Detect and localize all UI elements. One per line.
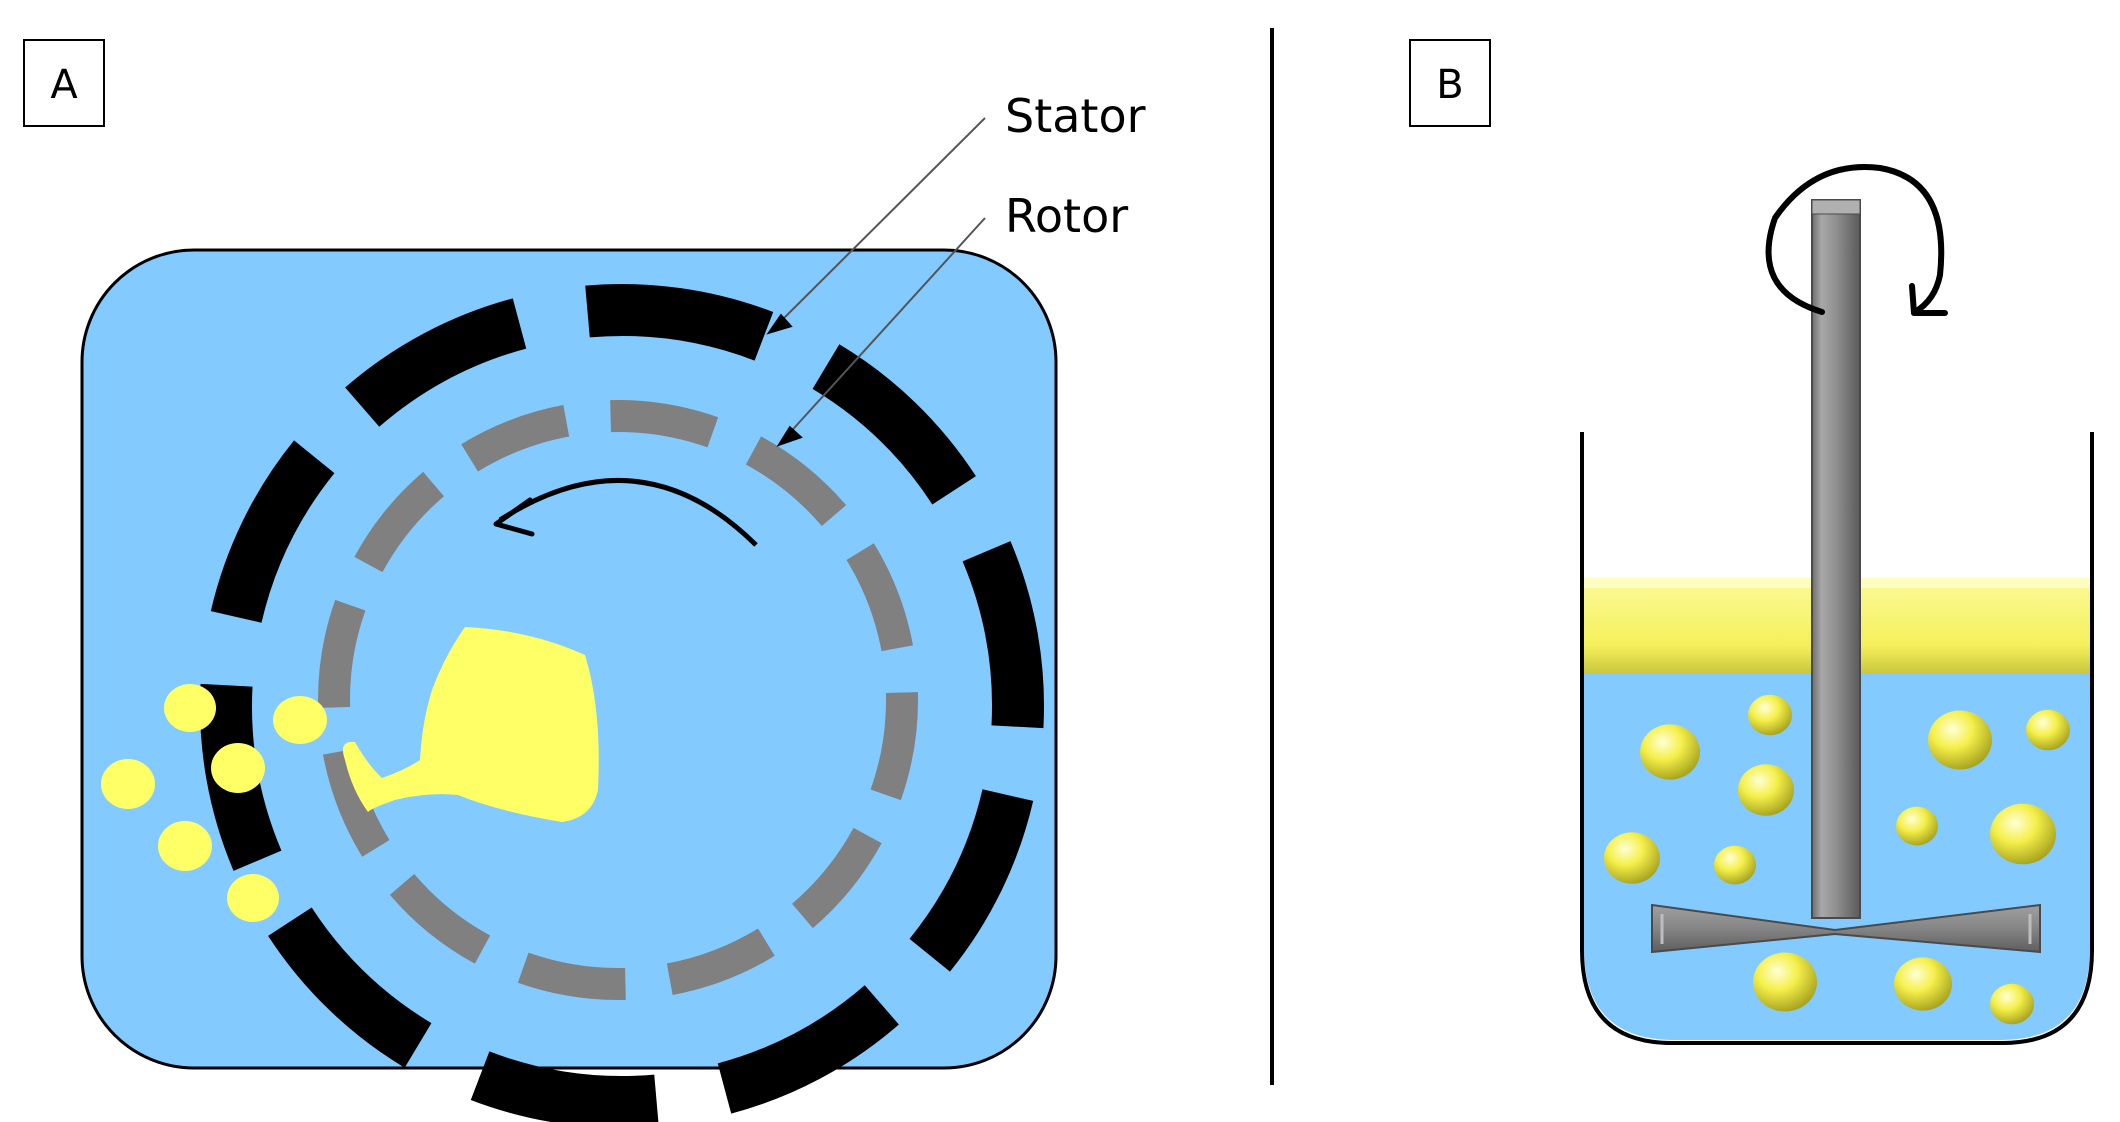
panel-a-label-box [23, 39, 105, 127]
oil-droplet [1604, 832, 1660, 884]
stator-callout: Stator [766, 89, 1146, 335]
stator-segment [962, 541, 1044, 729]
rotor-callout: Rotor [776, 189, 1128, 447]
oil-droplet [1928, 710, 1992, 770]
stator-label: Stator [1005, 89, 1146, 143]
oil-droplet [1896, 806, 1938, 846]
stator-segment [717, 985, 899, 1114]
panel-b-label: B [1436, 62, 1463, 108]
rotor-segment [323, 748, 390, 857]
droplet [158, 821, 212, 871]
rotor-segment [610, 400, 719, 448]
rotor-segment [846, 543, 913, 652]
oil-droplet [1990, 983, 2034, 1025]
rotation-arrow-icon [1765, 164, 1948, 316]
droplet [273, 696, 327, 744]
stirrer-shaft [1811, 199, 1861, 919]
rotor-segment [354, 471, 444, 573]
stator-segment [268, 907, 432, 1068]
rotor-segment [870, 692, 918, 801]
impeller-blade [1651, 903, 2041, 954]
dispersed-droplets [101, 684, 327, 922]
oil-droplet [1748, 694, 1792, 736]
oil-droplet [1738, 764, 1794, 816]
oil-droplet [1990, 803, 2056, 865]
oil-droplet [1753, 952, 1817, 1012]
stator-segment [812, 344, 976, 505]
panel-b: B [1409, 39, 2094, 1045]
panel-a-label: A [50, 62, 78, 108]
rotor-segment [318, 599, 366, 708]
oil-droplet [1640, 724, 1700, 780]
rotor-segment [389, 874, 491, 964]
rotor-segment [666, 928, 775, 995]
stator-segment [345, 298, 527, 427]
rotor-ring [318, 400, 918, 1000]
beaker-droplets [1604, 694, 2070, 1025]
droplet [101, 759, 155, 809]
droplet [164, 684, 216, 732]
rotor-segment [461, 405, 570, 472]
stator-segment [585, 284, 774, 361]
droplet [227, 874, 279, 922]
rotor-segment [792, 827, 882, 929]
beaker [1580, 432, 2094, 1045]
droplet [211, 743, 265, 793]
stator-segment [470, 1051, 659, 1122]
panel-b-label-box [1409, 39, 1491, 127]
rotor-segment [745, 436, 847, 526]
rotor-segment [517, 952, 626, 1000]
oil-droplet [1714, 845, 1756, 885]
oil-droplet [2026, 709, 2070, 751]
oil-droplet [1894, 957, 1952, 1011]
rotor-label: Rotor [1005, 189, 1128, 243]
counterclockwise-arrow-icon [493, 477, 758, 547]
stator-ring [200, 284, 1044, 1122]
oil-phase-blob [342, 627, 599, 822]
panel-a: A Stator Roto [23, 39, 1146, 1122]
stator-segment [909, 789, 1034, 972]
stator-segment [210, 440, 335, 623]
